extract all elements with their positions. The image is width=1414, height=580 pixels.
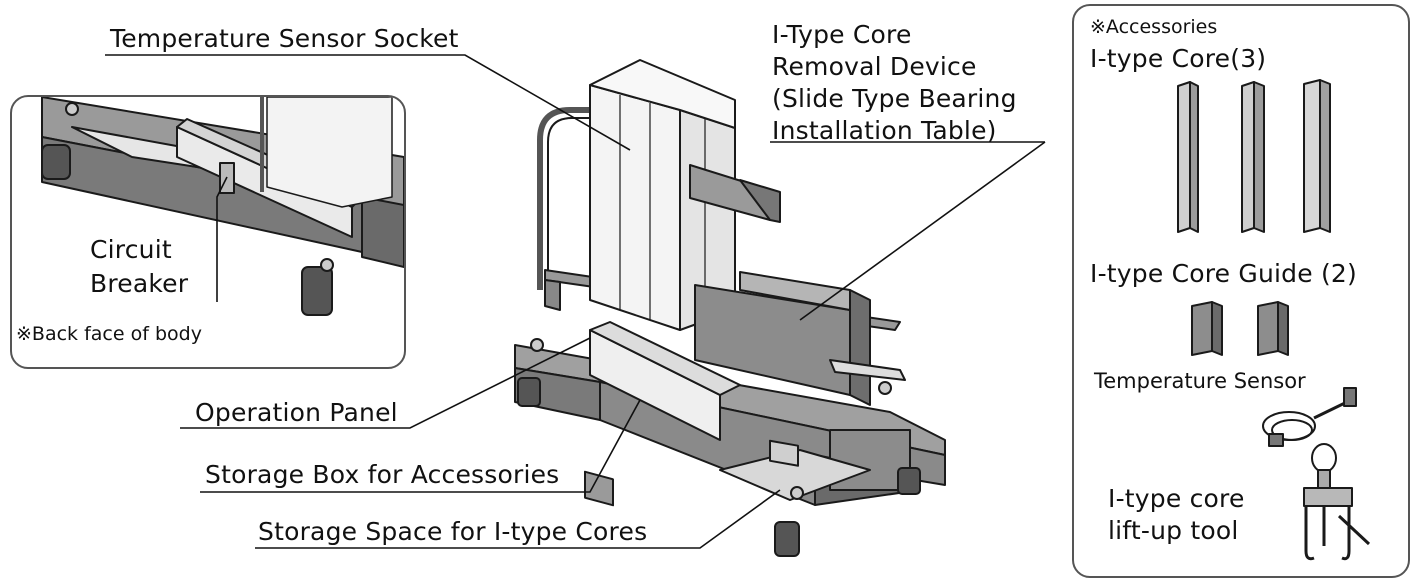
accessories-heading: ※Accessories xyxy=(1090,16,1218,38)
base-end-box xyxy=(829,429,911,491)
label-core-removal-line3: (Slide Type Bearing xyxy=(772,84,1017,113)
label-circuit-line2: Breaker xyxy=(90,269,189,298)
label-back-face-note: ※Back face of body xyxy=(16,323,202,345)
lift-up-tool-icon xyxy=(1303,443,1371,561)
back-face-illustration xyxy=(41,97,404,316)
temperature-sensor-icon xyxy=(1262,387,1357,447)
leader-lines xyxy=(105,54,1046,549)
label-core-removal-line4: Installation Table) xyxy=(772,116,997,145)
leader-storage-box xyxy=(200,399,641,493)
accessory-core-label: I-type Core(3) xyxy=(1090,44,1267,73)
i-type-core-guide-icon xyxy=(1191,301,1289,356)
label-core-removal-line2: Removal Device xyxy=(772,52,977,81)
label-core-removal-line1: I-Type Core xyxy=(772,20,912,49)
leader-temp-socket xyxy=(105,54,631,151)
leader-circuit-breaker xyxy=(216,176,228,302)
accessory-core-guide-label: I-type Core Guide (2) xyxy=(1090,259,1357,288)
slide-lever xyxy=(829,359,906,381)
i-type-core-icon xyxy=(1177,79,1331,233)
leader-storage-space xyxy=(255,489,781,549)
label-circuit-line1: Circuit xyxy=(90,235,172,264)
label-storage-space: Storage Space for I-type Cores xyxy=(258,517,648,546)
label-operation-panel: Operation Panel xyxy=(195,398,398,427)
leader-operation-panel xyxy=(180,337,591,429)
accessory-temp-sensor-label: Temperature Sensor xyxy=(1094,369,1306,393)
accessories-panel: ※Accessories I-type Core(3) xyxy=(1072,4,1410,578)
column-top xyxy=(589,59,736,129)
handle-frame xyxy=(537,107,600,290)
back-face-inset: Circuit Breaker ※Back face of body xyxy=(10,95,406,369)
accessory-illustrations xyxy=(1177,79,1371,561)
accessory-lift-tool-line1: I-type core xyxy=(1108,484,1245,513)
label-temperature-sensor-socket: Temperature Sensor Socket xyxy=(110,24,459,53)
label-storage-box: Storage Box for Accessories xyxy=(205,460,560,489)
accessory-lift-tool-line2: lift-up tool xyxy=(1108,516,1239,545)
column-body xyxy=(589,84,681,331)
caster-wheels xyxy=(517,377,921,557)
